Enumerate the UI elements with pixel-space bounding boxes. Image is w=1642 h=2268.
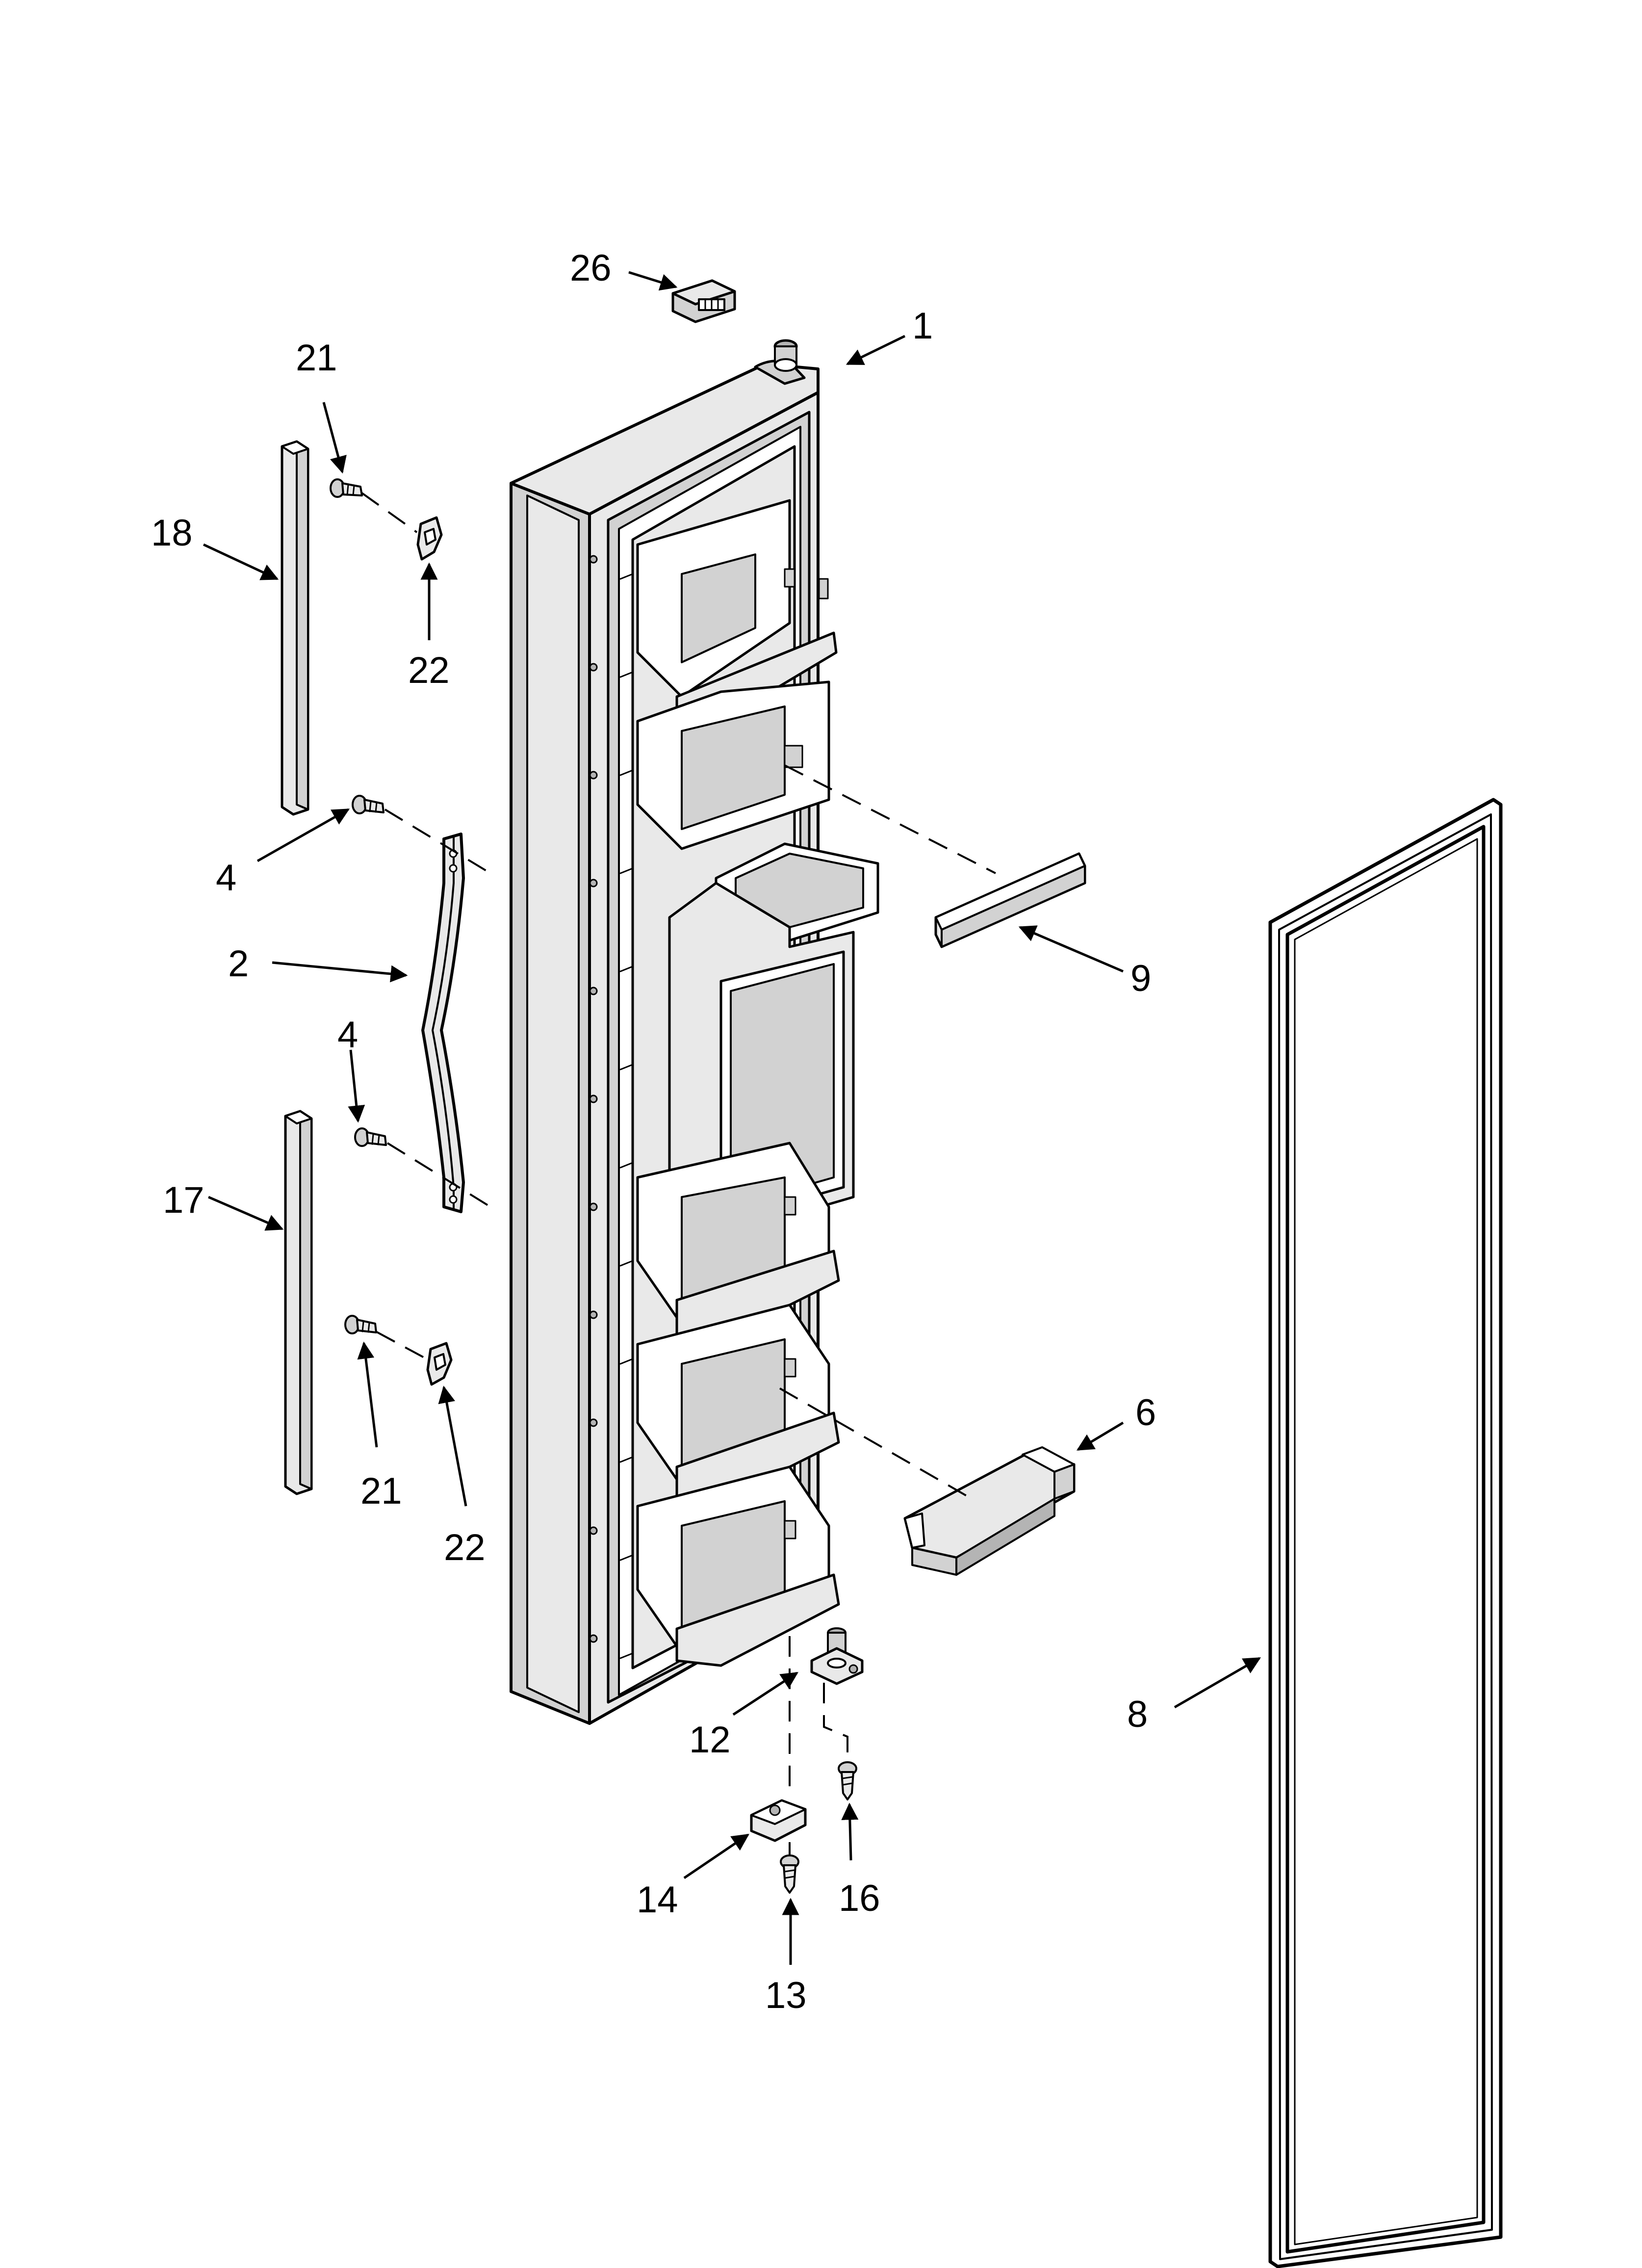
label-6: 6 (1135, 1392, 1156, 1434)
label-21-top: 21 (296, 337, 337, 379)
label-17: 17 (163, 1179, 205, 1221)
leader-arrows (203, 271, 1261, 1965)
door-ice-dispenser (668, 842, 879, 1233)
part-21-screw-top (330, 478, 363, 498)
part-18-trim-upper (281, 440, 309, 816)
part-17-trim-lower (284, 1110, 313, 1495)
label-12: 12 (689, 1719, 731, 1761)
label-22-top: 22 (408, 650, 450, 691)
part-22-clip-top (416, 516, 443, 561)
assembly-lines-bins (779, 764, 996, 1502)
label-9: 9 (1130, 958, 1151, 999)
assembly-lines-hinge (789, 1636, 848, 1854)
label-22-bottom: 22 (444, 1527, 486, 1568)
part-12-hinge (810, 1627, 864, 1685)
part-26-top-cap (671, 279, 736, 323)
part-6-bin (903, 1446, 1076, 1576)
part-9-rail (934, 852, 1086, 948)
label-2: 2 (228, 943, 249, 985)
part-22-clip-bottom (426, 1342, 453, 1386)
part-2-handle (421, 833, 465, 1213)
door-bin-lower-2 (636, 1303, 840, 1503)
part-8-gasket (1268, 798, 1503, 2268)
label-26: 26 (570, 247, 612, 289)
label-14: 14 (637, 1879, 678, 1921)
label-21-bottom: 21 (360, 1470, 402, 1512)
part-13-screw (780, 1854, 799, 1894)
door-bin-upper-2 (636, 680, 830, 850)
label-16: 16 (839, 1877, 880, 1919)
label-4-top: 4 (216, 857, 236, 899)
label-13: 13 (765, 1975, 807, 2016)
label-4-bottom: 4 (337, 1014, 358, 1056)
part-4-screw-bottom (354, 1127, 387, 1147)
part-16-screw (838, 1761, 857, 1800)
callout-labels: 26 1 21 18 22 4 2 9 4 17 21 22 6 8 12 14… (151, 247, 1156, 2016)
assembly-lines-left (361, 492, 491, 1360)
label-18: 18 (151, 512, 193, 554)
part-21-screw-bottom (344, 1315, 377, 1334)
label-1: 1 (912, 305, 933, 347)
door-bin-lower-1 (636, 1142, 840, 1341)
part-14-hinge-block (750, 1799, 807, 1842)
door-bin-lower-3 (636, 1465, 840, 1667)
part-4-screw-top (352, 795, 385, 814)
door-screw-holes (589, 555, 598, 1643)
label-8: 8 (1127, 1694, 1148, 1735)
part-1-door (510, 339, 879, 1725)
door-bin-upper-1 (636, 499, 838, 723)
